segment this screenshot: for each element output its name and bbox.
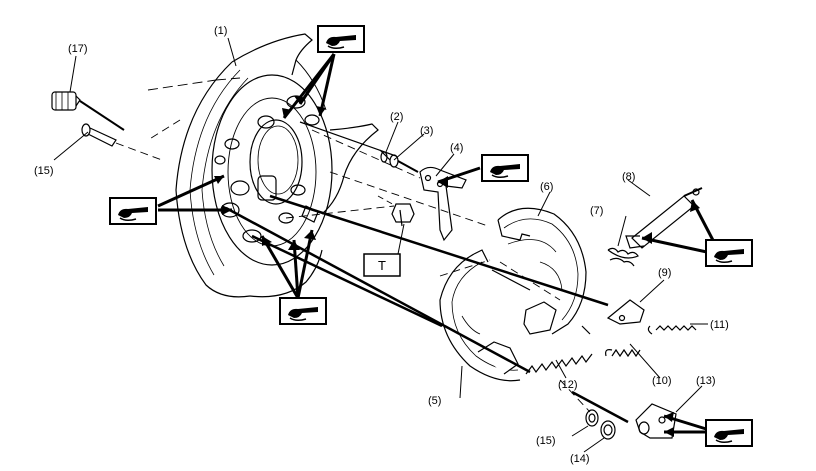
grease-application-icon xyxy=(279,297,327,325)
lever-return-spring xyxy=(647,325,697,335)
backing-plate xyxy=(175,33,379,298)
grease-arrowheads xyxy=(214,96,700,437)
parking-brake-lever xyxy=(419,166,467,242)
callout-17: (17) xyxy=(68,43,88,55)
wheel-cylinder xyxy=(635,403,677,439)
callout-15-right: (15) xyxy=(536,435,556,447)
grease-application-icon xyxy=(705,239,753,267)
brake-shoe-rear xyxy=(497,207,587,335)
callout-10: (10) xyxy=(652,375,672,387)
adjuster-assembly xyxy=(625,187,703,249)
washer xyxy=(389,154,419,173)
grease-application-icon xyxy=(705,419,753,447)
callout-7: (7) xyxy=(590,205,603,217)
grease-application-icon xyxy=(109,197,157,225)
return-spring xyxy=(525,325,593,375)
grease-arrows xyxy=(157,53,718,434)
grease-application-icon xyxy=(317,25,365,53)
shoe-hold-pin xyxy=(81,123,163,161)
callout-1: (1) xyxy=(214,25,227,37)
adjuster-spring xyxy=(607,247,639,267)
callout-9: (9) xyxy=(658,267,671,279)
callout-8: (8) xyxy=(622,171,635,183)
assembly-lines xyxy=(53,37,708,453)
torque-label-box: T xyxy=(363,253,401,277)
callout-12: (12) xyxy=(558,379,578,391)
adjuster-plug xyxy=(51,91,125,131)
callout-6: (6) xyxy=(540,181,553,193)
callout-11: (11) xyxy=(710,319,729,331)
callout-5: (5) xyxy=(428,395,441,407)
adjuster-lever xyxy=(606,299,645,325)
callout-3: (3) xyxy=(420,125,433,137)
callout-2: (2) xyxy=(390,111,403,123)
callout-15-left: (15) xyxy=(34,165,54,177)
hold-down-spring xyxy=(600,420,616,440)
upper-spring xyxy=(605,348,641,358)
spring-seat-cup xyxy=(585,409,599,427)
callout-13: (13) xyxy=(696,375,716,387)
torque-bolt xyxy=(377,195,415,227)
grease-application-icon xyxy=(481,154,529,182)
callout-labels: (1) (17) (15) (2) (3) (4) (6) (8) (7) (9… xyxy=(34,25,729,465)
callout-4: (4) xyxy=(450,142,463,154)
torque-label: T xyxy=(378,258,386,273)
callout-14: (14) xyxy=(570,453,590,465)
